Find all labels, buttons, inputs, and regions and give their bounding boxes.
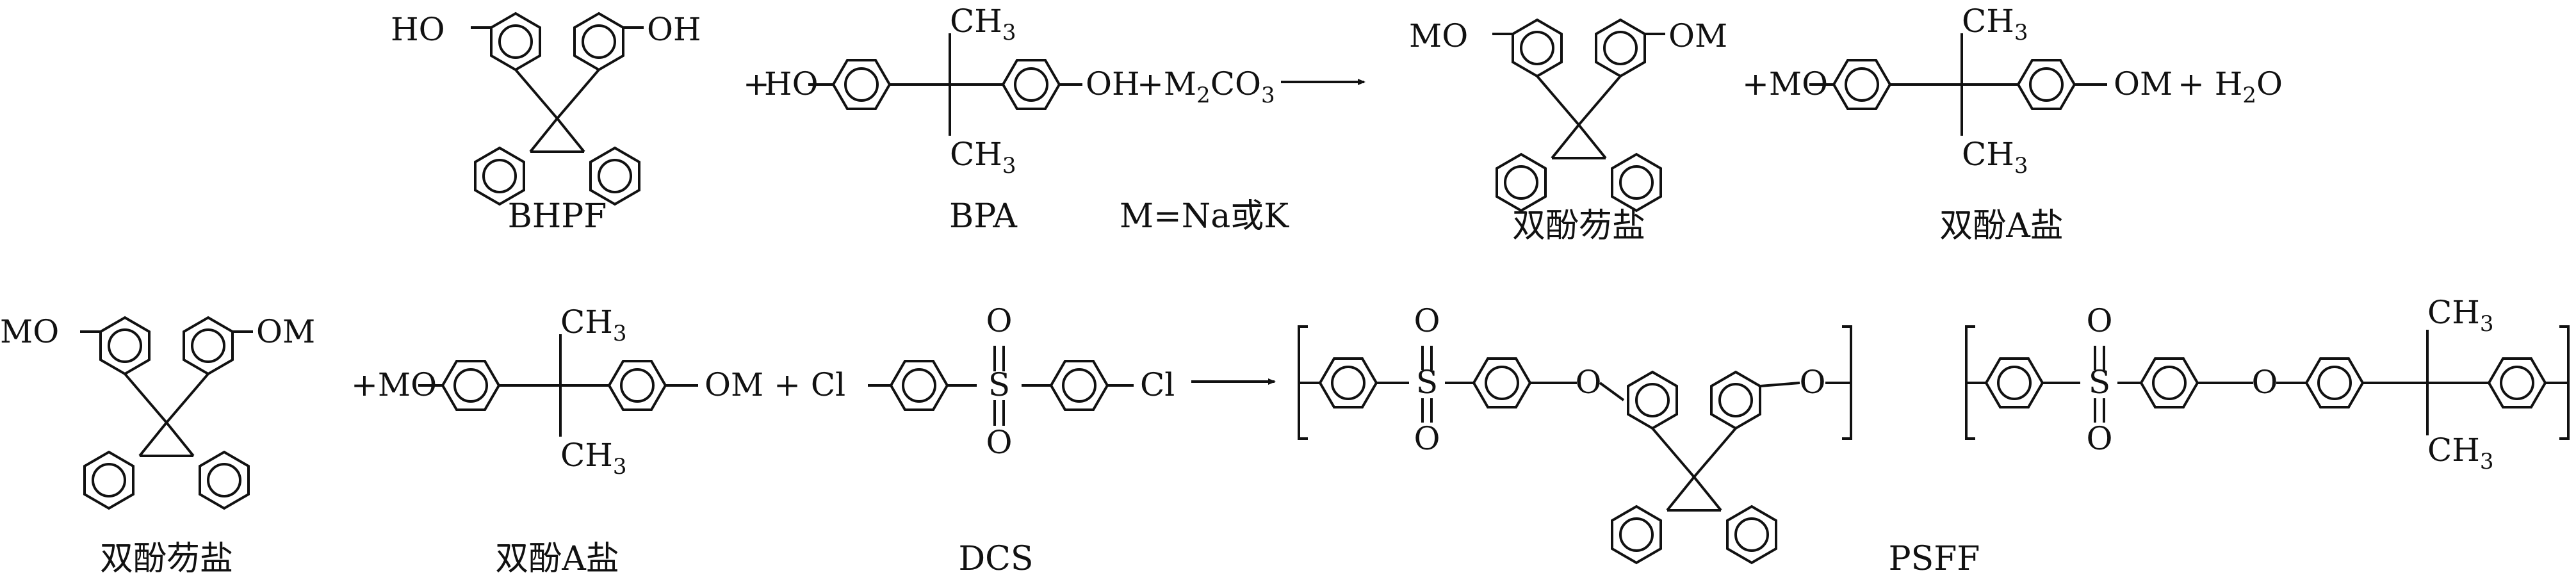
dcs-cl-right: Cl	[1140, 366, 1175, 403]
bisphenol-fluorene-salt-product	[1492, 20, 1665, 211]
row2-om-label: OM	[256, 313, 315, 350]
product1-mo-label: MO	[1409, 17, 1468, 54]
salt-om-label: OM	[2114, 65, 2172, 102]
m-note: M=Na或K	[1120, 197, 1289, 236]
m2co3-label: +M2CO3	[1137, 65, 1275, 108]
row2-ch3-top: CH3	[560, 303, 627, 346]
psff-s2: S	[2089, 364, 2110, 401]
row2-ch3-bottom: CH3	[560, 437, 627, 480]
dcs-caption: DCS	[958, 540, 1033, 578]
psff-o2-top: O	[2087, 302, 2113, 339]
product1-caption: 双酚芴盐	[1512, 207, 1645, 245]
bhpf-caption: BHPF	[508, 197, 607, 236]
psff-ether2: O	[1800, 364, 1826, 401]
om-plus-cl-label: OM + Cl	[705, 366, 845, 403]
bisphenol-fluorene-salt-reactant	[80, 318, 253, 508]
bpa-oh-label: OH	[1086, 65, 1140, 102]
dcs-o-top: O	[986, 302, 1013, 339]
row2-salt-caption: 双酚芴盐	[100, 540, 233, 578]
psff-polymer: S O O O O S O O O CH3 CH3	[1298, 294, 2570, 563]
bpa-ch3-top: CH3	[950, 3, 1016, 45]
psff-o2-bottom: O	[2087, 420, 2113, 457]
bhpf-molecule	[471, 13, 644, 204]
psff-s1: S	[1416, 364, 1438, 401]
water-label: + H2O	[2178, 65, 2283, 108]
psff-ether1: O	[1576, 364, 1602, 401]
salt-ch3-bottom: CH3	[1962, 136, 2028, 179]
row2-bpa-salt-caption: 双酚A盐	[495, 540, 619, 578]
psff-o1-bottom: O	[1414, 420, 1440, 457]
bpa-caption: BPA	[949, 197, 1018, 236]
bhpf-oh-label: OH	[647, 11, 701, 48]
psff-ch3-bottom: CH3	[2427, 432, 2494, 474]
row2-mo-label: MO	[0, 313, 59, 350]
psff-ether3: O	[2252, 364, 2278, 401]
psff-o1-top: O	[1414, 302, 1440, 339]
plus-sign: +	[743, 65, 770, 102]
product1-om-label: OM	[1668, 17, 1727, 54]
bpa-ch3-bottom: CH3	[950, 136, 1016, 179]
dcs-s-label: S	[988, 366, 1010, 403]
psff-caption: PSFF	[1889, 540, 1980, 578]
product2-caption: 双酚A盐	[1939, 207, 2064, 245]
bhpf-ho-label: HO	[391, 11, 445, 48]
dcs-o-bottom: O	[986, 424, 1013, 461]
psff-ch3-top: CH3	[2427, 294, 2494, 337]
salt-ch3-top: CH3	[1962, 3, 2028, 45]
